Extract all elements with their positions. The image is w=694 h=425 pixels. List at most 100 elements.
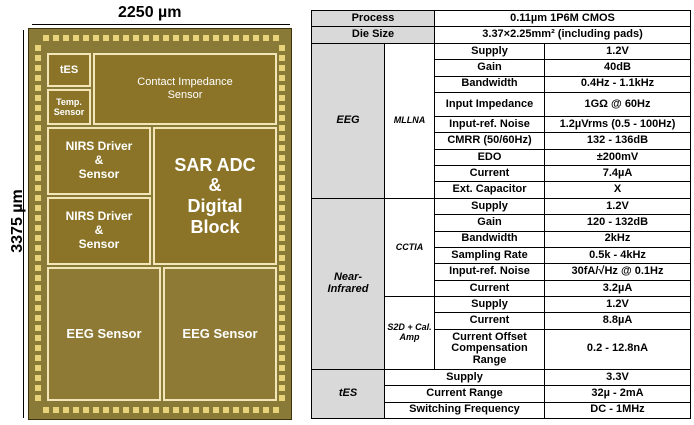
param-cell: Bandwidth [434, 75, 545, 93]
value-cell: 8.8µA [544, 312, 691, 330]
param-cell: Supply [384, 368, 545, 387]
param-cell: Ext. Capacitor [434, 181, 545, 199]
value-cell: 0.2 - 12.8nA [544, 328, 691, 370]
nirs2-label-2: & [94, 223, 104, 238]
nirs-driver-sensor-block-2: NIRS Driver & Sensor [47, 197, 151, 265]
param-cell: Sampling Rate [434, 246, 545, 265]
die-size-row: Die Size 3.37×2.25mm² (including pads) [311, 26, 691, 44]
die-height-label: 3375 µm [9, 189, 26, 253]
param-cell: Input Impedance [434, 91, 545, 117]
contact-impedance-label-1: Contact Impedance [137, 76, 233, 89]
cctia-subcategory: CCTIA [384, 197, 435, 298]
s2d-cal-amp-subcategory: S2D + Cal. Amp [384, 296, 435, 370]
value-cell: X [544, 181, 691, 199]
param-cell: Current [434, 279, 545, 298]
die-width-label: 2250 µm [118, 4, 182, 21]
table-row: EEG MLLNA Supply 1.2V [311, 42, 691, 199]
param-cell: Gain [434, 59, 545, 77]
tes-block: tES [47, 53, 91, 87]
sar-label-2: & [208, 175, 222, 196]
contact-impedance-sensor-block: Contact Impedance Sensor [93, 53, 277, 125]
value-cell: 30fA/√Hz @ 0.1Hz [544, 263, 691, 281]
value-cell: 3.2µA [544, 279, 691, 298]
value-cell: 32µ - 2mA [544, 385, 691, 403]
die-size-value: 3.37×2.25mm² (including pads) [434, 26, 691, 44]
top-pad-ring [43, 35, 279, 41]
param-cell: Supply [434, 197, 545, 216]
param-cell: Supply [434, 295, 545, 314]
table-row: tES Supply 3.3V [311, 368, 691, 420]
table-row: S2D + Cal. Amp Supply 1.2V [312, 295, 691, 370]
param-cell: Current [434, 312, 545, 330]
nirs2-label-1: NIRS Driver [65, 209, 133, 224]
value-cell: 120 - 132dB [544, 214, 691, 232]
bottom-pad-ring [43, 407, 279, 413]
param-cell: Current Range [384, 385, 545, 403]
nirs1-label-1: NIRS Driver [65, 139, 133, 154]
process-value: 0.11µm 1P6M CMOS [434, 9, 691, 28]
height-dimension-line [23, 30, 24, 418]
spec-table: Process 0.11µm 1P6M CMOS Die Size 3.37×2… [311, 9, 691, 420]
temp-sensor-block: Temp. Sensor [47, 89, 91, 125]
nirs-driver-sensor-block-1: NIRS Driver & Sensor [47, 127, 151, 195]
value-cell: 132 - 136dB [544, 132, 691, 150]
process-row: Process 0.11µm 1P6M CMOS [311, 9, 691, 28]
sar-label-3: Digital [187, 196, 243, 216]
param-cell: Supply [434, 42, 545, 61]
param-cell: Input-ref. Noise [434, 263, 545, 281]
value-cell: 0.5k - 4kHz [544, 246, 691, 265]
tes-block-label: tES [59, 63, 79, 76]
sar-label-4: Block [190, 216, 240, 237]
process-label: Process [311, 9, 435, 28]
value-cell: 1GΩ @ 60Hz [544, 91, 691, 117]
nirs1-label-2: & [94, 153, 104, 168]
value-cell: 0.4Hz - 1.1kHz [544, 75, 691, 93]
param-cell: Switching Frequency [384, 401, 545, 419]
param-cell: EDO [434, 148, 545, 167]
tes-category: tES [311, 368, 385, 420]
value-cell: 1.2µVrms (0.5 - 100Hz) [544, 115, 691, 134]
eeg-category: EEG [311, 42, 385, 199]
value-cell: 3.3V [544, 368, 691, 387]
temp-sensor-label-1: Temp. [56, 96, 82, 107]
temp-sensor-label-2: Sensor [53, 107, 85, 117]
eeg-sensor-block-2: EEG Sensor [163, 267, 277, 401]
eeg-sensor-block-1: EEG Sensor [47, 267, 161, 401]
value-cell: DC - 1MHz [544, 401, 691, 419]
sar-label-1: SAR ADC [174, 154, 256, 175]
right-pad-ring [279, 45, 285, 405]
contact-impedance-label-2: Sensor [167, 89, 203, 101]
value-cell: 1.2V [544, 295, 691, 314]
value-cell: 7.4µA [544, 164, 691, 183]
table-row: EDO±200mV [312, 148, 691, 167]
eeg1-label: EEG Sensor [66, 325, 142, 341]
sar-adc-digital-block: SAR ADC & Digital Block [153, 127, 277, 265]
left-pad-ring [35, 45, 41, 405]
nirs2-label-3: Sensor [78, 236, 120, 251]
table-row: Near-Infrared CCTIA Supply 1.2V [311, 197, 691, 370]
chip-die-photo: tES Temp. Sensor Contact Impedance Senso… [28, 28, 292, 420]
die-size-label: Die Size [311, 26, 435, 44]
value-cell: 40dB [544, 59, 691, 77]
eeg2-label: EEG Sensor [182, 325, 258, 341]
param-cell: Input-ref. Noise [434, 115, 545, 134]
near-infrared-category: Near-Infrared [311, 197, 385, 370]
value-cell: 2kHz [544, 230, 691, 248]
param-cell: CMRR (50/60Hz) [434, 132, 545, 150]
param-cell: Bandwidth [434, 230, 545, 248]
value-cell: ±200mV [544, 148, 691, 167]
nirs1-label-3: Sensor [78, 166, 120, 181]
value-cell: 1.2V [544, 197, 691, 216]
param-cell: Gain [434, 214, 545, 232]
value-cell: 1.2V [544, 42, 691, 61]
mllna-subcategory: MLLNA [384, 42, 435, 199]
width-dimension-line [32, 24, 290, 25]
